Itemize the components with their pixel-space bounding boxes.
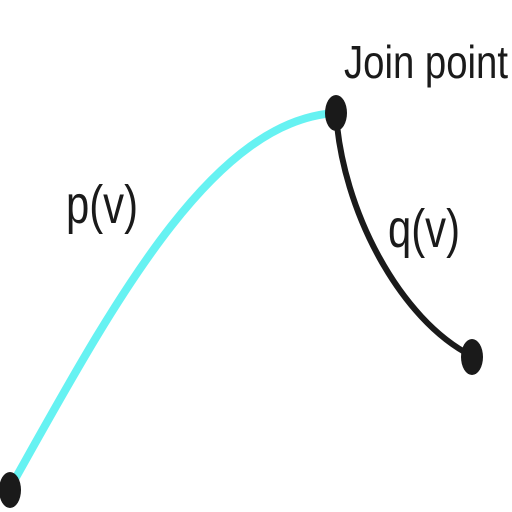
curve-q-label: q(v) [388,199,460,259]
curve-p-label: p(v) [66,175,138,235]
join-point-label: Join point [344,36,508,88]
start-point-p [0,472,21,508]
end-point-q [461,339,483,375]
curve-q [333,110,475,359]
join-point [325,95,347,131]
curve-p [6,109,340,492]
